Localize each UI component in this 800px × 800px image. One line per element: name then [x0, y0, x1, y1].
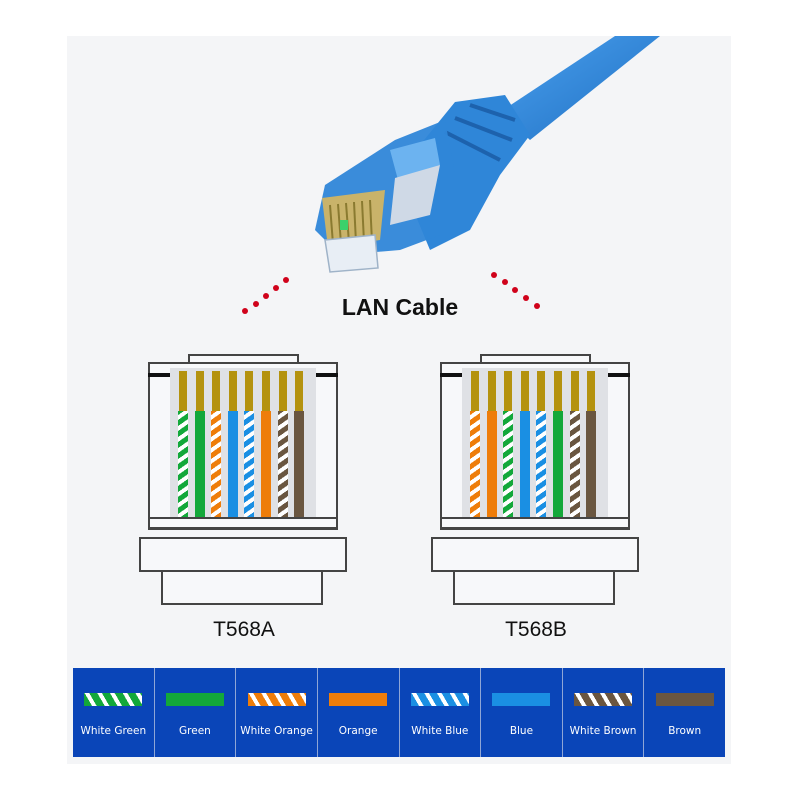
gold-contact-pin [554, 371, 562, 411]
legend-item-green: Green [155, 668, 237, 757]
legend-item-blue: Blue [481, 668, 563, 757]
gold-contact-pin [520, 371, 529, 411]
wire-brown [294, 411, 305, 518]
gold-contact-pin [278, 371, 287, 411]
wire-white-brown [277, 411, 288, 518]
connector-side-bar-left [440, 373, 462, 377]
wire-orange [261, 411, 271, 518]
legend-label: Blue [509, 725, 534, 737]
wire-orange [486, 411, 497, 518]
legend-label: White Green [80, 725, 147, 737]
pointer-dot [283, 277, 289, 283]
wire-green [553, 411, 563, 518]
pointer-dot [273, 285, 279, 291]
wire-brown [586, 411, 597, 518]
gold-contact-pin [295, 371, 304, 411]
color-swatch [329, 693, 388, 706]
wire-white-brown [569, 411, 580, 518]
connector-side-bar-right [316, 373, 338, 377]
color-swatch [492, 693, 551, 706]
gold-contact-pin [487, 371, 496, 411]
gold-contact-pin [504, 371, 513, 411]
legend-label: White Blue [411, 725, 469, 737]
color-swatch [247, 693, 306, 706]
connector-t568a: T568A [139, 350, 349, 641]
gold-contact-pin [262, 371, 270, 411]
diagram-title: LAN Cable [341, 294, 459, 320]
pointer-dot [253, 301, 259, 307]
color-swatch [574, 693, 633, 706]
wire-color-legend: White Green Green White Orange Orange White … [73, 668, 725, 757]
pointer-dot [534, 303, 540, 309]
connector-side-bar-right [608, 373, 630, 377]
wire-white-green [178, 411, 188, 518]
wire-white-orange [211, 411, 222, 518]
gold-contact-pin [195, 371, 204, 411]
gold-contact-pin [537, 371, 546, 411]
pointer-dot [263, 293, 269, 299]
connector-t568b: T568B [431, 350, 641, 641]
connector-crimp-strip [440, 517, 630, 529]
pointer-dot [512, 287, 518, 293]
gold-contact-pin [212, 371, 221, 411]
wire-white-green [503, 411, 514, 518]
connector-wire-bay [462, 368, 608, 518]
standard-label-t568b: T568B [505, 618, 567, 641]
gold-contact-pin [179, 371, 187, 411]
connector-wire-bay [170, 368, 316, 518]
connector-strain-relief [161, 570, 323, 605]
legend-label: Brown [668, 725, 702, 737]
legend-label: White Orange [240, 725, 313, 737]
color-swatch [165, 693, 224, 706]
color-swatch [655, 693, 714, 706]
legend-item-brown: Brown [644, 668, 725, 757]
pointer-dot [502, 279, 508, 285]
legend-item-white-blue: White Blue [400, 668, 482, 757]
gold-contact-pin [587, 371, 596, 411]
wire-white-blue [244, 411, 255, 518]
wire-white-blue [536, 411, 547, 518]
legend-item-white-green: White Green [73, 668, 155, 757]
connector-crimp-strip [148, 517, 338, 529]
wire-blue [227, 411, 238, 518]
gold-contact-pin [570, 371, 579, 411]
gold-contact-pin [245, 371, 254, 411]
legend-label: White Brown [569, 725, 637, 737]
connector-strain-relief [453, 570, 615, 605]
gold-contact-pin [228, 371, 237, 411]
pointer-dot [523, 295, 529, 301]
pointer-dot [491, 272, 497, 278]
legend-label: Orange [338, 725, 378, 737]
wire-white-orange [470, 411, 480, 518]
connector-flange [431, 537, 639, 572]
color-swatch [84, 693, 143, 706]
color-swatch [410, 693, 469, 706]
standard-label-t568a: T568A [213, 618, 275, 641]
legend-item-white-orange: White Orange [236, 668, 318, 757]
legend-label: Green [179, 725, 211, 737]
connector-flange [139, 537, 347, 572]
legend-item-orange: Orange [318, 668, 400, 757]
wire-green [194, 411, 205, 518]
legend-item-white-brown: White Brown [563, 668, 645, 757]
gold-contact-pin [471, 371, 479, 411]
wire-blue [519, 411, 530, 518]
pointer-dot [242, 308, 248, 314]
connector-side-bar-left [148, 373, 170, 377]
